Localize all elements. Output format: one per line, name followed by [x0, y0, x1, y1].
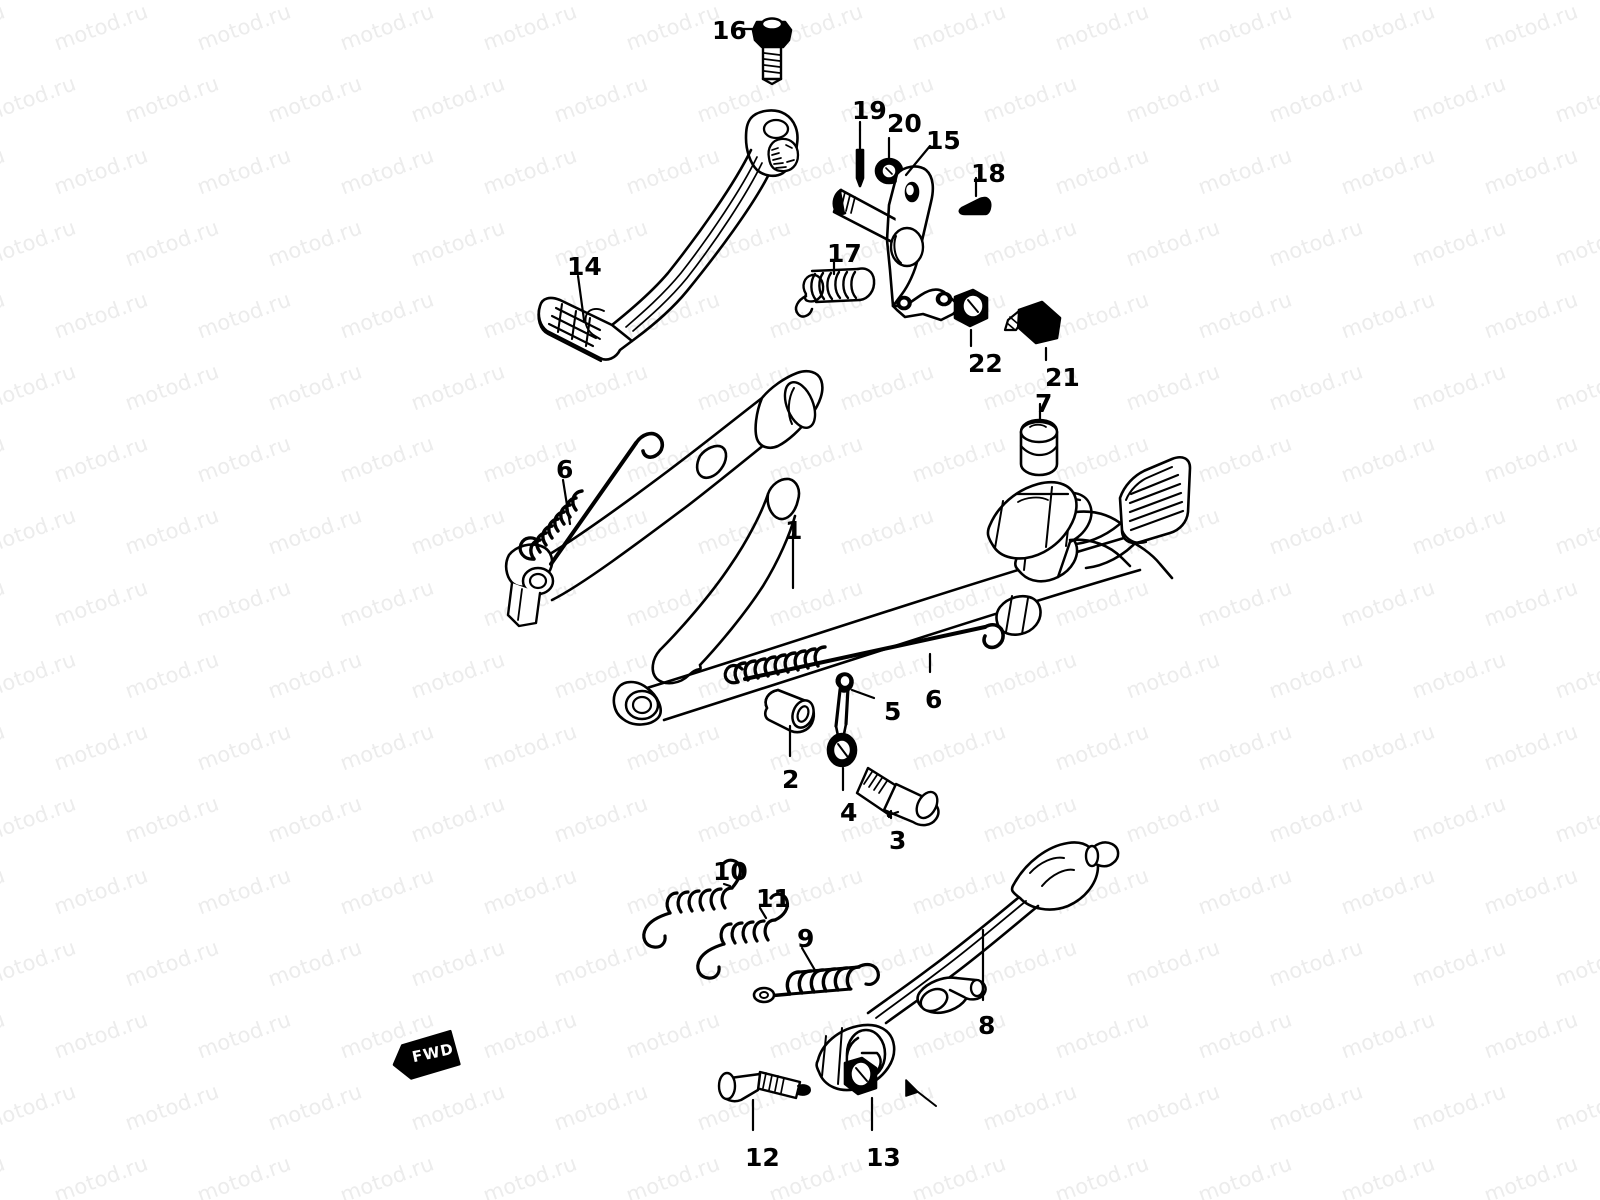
part-pin-18 [958, 176, 992, 216]
callout-center-stand-spring-left: 6 [556, 455, 574, 484]
fwd-arrow-marker [392, 1029, 461, 1080]
part-side-stand-spring-9 [752, 946, 880, 1004]
callout-rubber-stopper: 7 [1035, 389, 1053, 418]
callout-center-stand: 1 [785, 516, 803, 545]
callout-pin: 18 [971, 159, 1006, 188]
part-return-spring-11 [696, 892, 790, 980]
callout-pivot-bolt: 3 [889, 826, 907, 855]
part-cotter-pin-19 [855, 120, 865, 188]
part-hex-bolt-21 [1003, 300, 1062, 362]
footrest-assembly [986, 456, 1192, 568]
callout-spacer: 2 [782, 765, 800, 794]
part-center-stand-spring-left-6 [518, 431, 665, 566]
part-pedal-bracket-15 [832, 144, 959, 322]
part-spacer-2 [763, 688, 816, 758]
part-hex-nut-22 [953, 288, 989, 348]
part-center-stand-spring-right-6 [723, 623, 1005, 685]
part-center-stand-1 [505, 369, 1174, 726]
part-side-stand-bolt-12 [717, 1070, 811, 1132]
part-cotter-pin-5 [834, 672, 876, 738]
part-brake-pedal-14 [537, 109, 800, 363]
callout-cotter-pin: 5 [884, 697, 902, 726]
callout-hex-bolt: 21 [1045, 363, 1080, 392]
callout-return-spring-inner: 11 [756, 884, 791, 913]
part-flange-bolt-16 [731, 17, 793, 86]
callout-washer-small: 20 [887, 109, 922, 138]
part-rubber-stopper-7 [1019, 402, 1059, 477]
callout-center-stand-spring-right: 6 [925, 685, 943, 714]
part-washer-4 [826, 732, 858, 792]
part-pedal-return-spring-17 [794, 260, 876, 318]
callout-side-stand: 8 [978, 1011, 996, 1040]
callout-washer: 4 [840, 798, 858, 827]
callout-pedal-bracket: 15 [926, 126, 961, 155]
part-return-spring-10 [642, 858, 743, 949]
callout-hex-nut: 22 [968, 349, 1003, 378]
part-side-stand-nut-13 [843, 1056, 878, 1132]
part-pivot-bolt-3 [855, 766, 940, 827]
callout-cotter-pin-small: 19 [852, 96, 887, 125]
callout-side-stand-bolt: 12 [745, 1143, 780, 1172]
callout-flange-bolt: 16 [712, 16, 747, 45]
callout-pedal-return-spring: 17 [827, 239, 862, 268]
callout-side-stand-nut: 13 [866, 1143, 901, 1172]
callout-side-stand-spring: 9 [797, 924, 815, 953]
callout-return-spring-outer: 10 [713, 857, 748, 886]
callout-brake-pedal: 14 [567, 252, 602, 281]
